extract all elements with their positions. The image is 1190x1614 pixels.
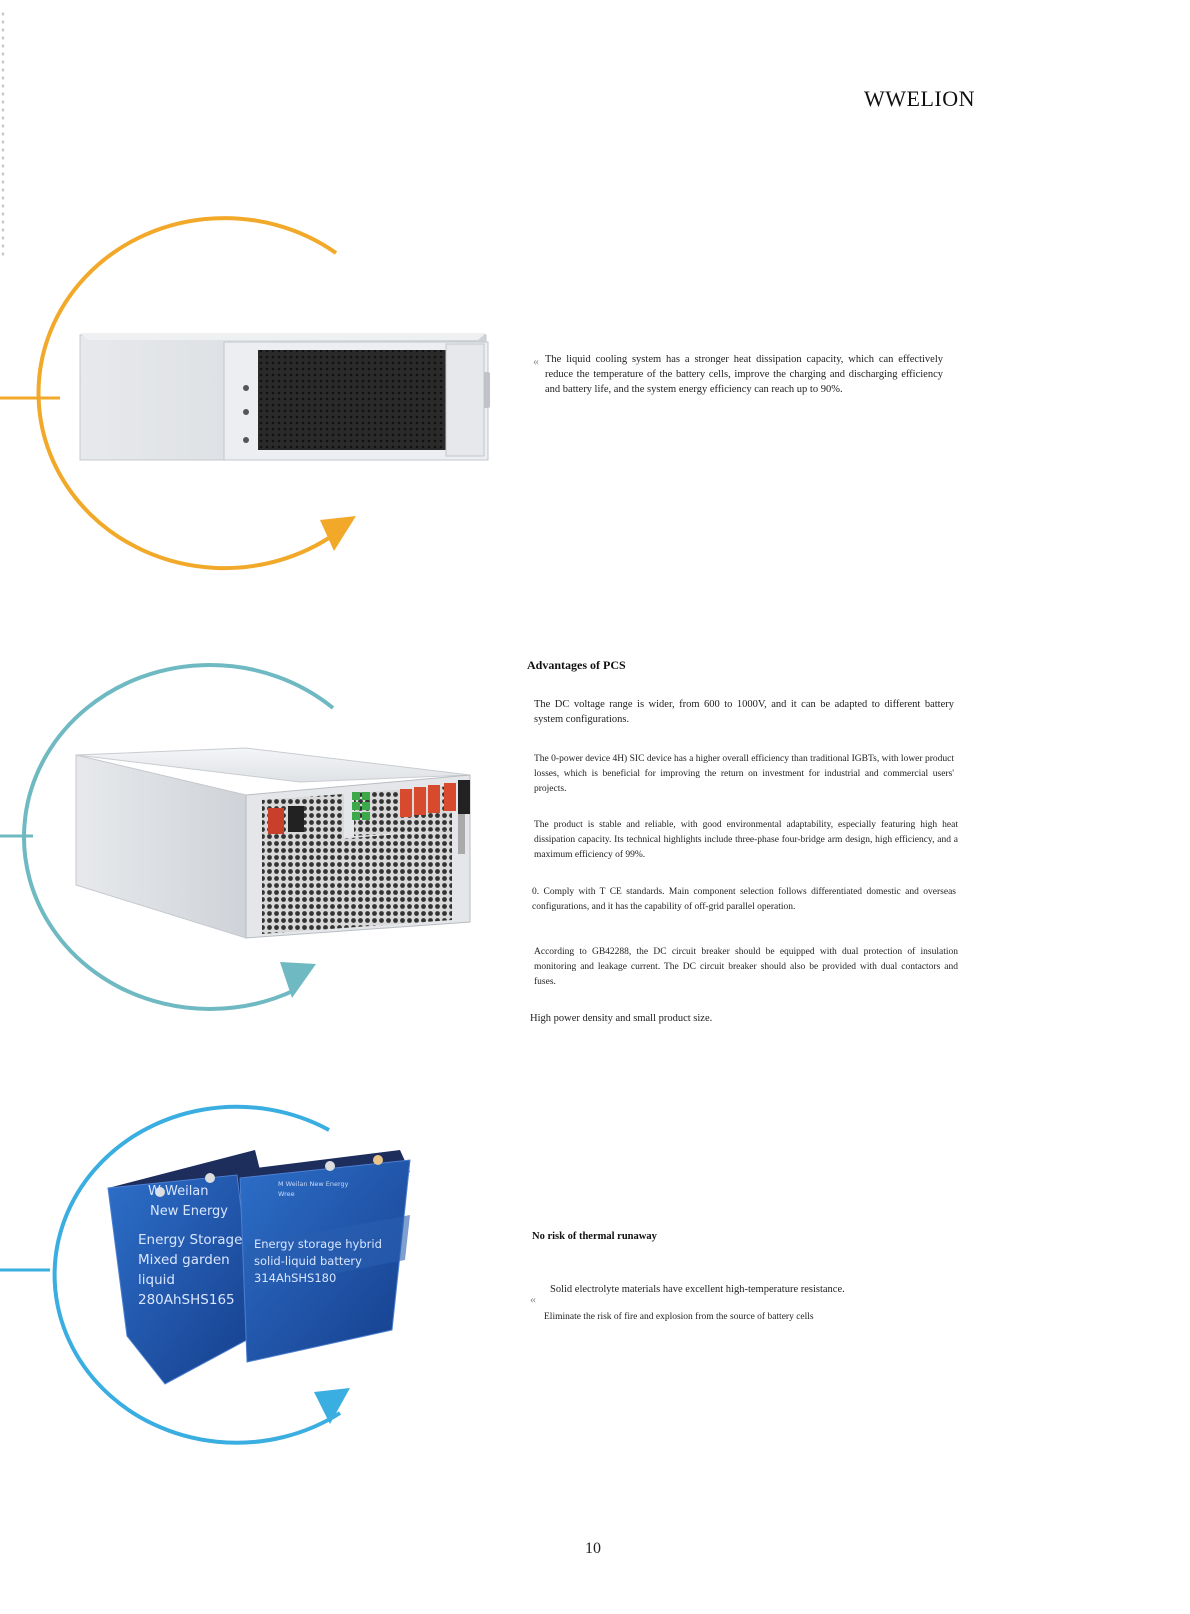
battery-cells-illustration bbox=[107, 1150, 411, 1385]
liquid-cooling-unit-illustration bbox=[79, 333, 490, 461]
left-battery-line-1: Energy Storage bbox=[138, 1232, 243, 1248]
pcs-advantage-item: The product is stable and reliable, with… bbox=[534, 820, 958, 860]
left-battery-line-3: liquid bbox=[138, 1272, 175, 1288]
right-battery-spec: Energy storage hybrid solid-liquid batte… bbox=[254, 1236, 382, 1287]
right-battery-brand: M Weilan New Energy Wree bbox=[278, 1179, 349, 1199]
right-battery-line-1: Energy storage hybrid bbox=[254, 1237, 382, 1251]
right-battery-line-2: solid-liquid battery bbox=[254, 1254, 362, 1268]
pcs-advantage-item: High power density and small product siz… bbox=[530, 1013, 713, 1024]
thermal-line-1: Solid electrolyte materials have excelle… bbox=[550, 1284, 845, 1295]
teal-arc bbox=[21, 663, 335, 1012]
brand-title: WWELION bbox=[864, 86, 976, 111]
orange-arrow-head bbox=[320, 516, 356, 551]
pcs-advantage-item: The 0-power device 4H) SIC device has a … bbox=[534, 754, 954, 794]
right-battery-line-3: 314AhSHS180 bbox=[254, 1271, 337, 1285]
left-battery-brand-2: New Energy bbox=[150, 1204, 228, 1219]
page-number: 10 bbox=[585, 1540, 601, 1557]
right-battery-brand-2: Wree bbox=[278, 1190, 295, 1198]
section1-bullet-icon: « bbox=[533, 354, 539, 368]
pcs-advantage-item: The DC voltage range is wider, from 600 … bbox=[534, 699, 954, 725]
teal-arc-graphic bbox=[0, 663, 335, 1012]
pcs-advantage-item: 0. Comply with T CE standards. Main comp… bbox=[532, 887, 956, 912]
left-battery-labels: W Weilan New Energy bbox=[148, 1182, 228, 1222]
blue-arc bbox=[52, 1104, 342, 1445]
pcs-advantages-heading: Advantages of PCS bbox=[527, 658, 626, 672]
left-battery-spec: Energy Storage Mixed garden liquid 280Ah… bbox=[138, 1230, 242, 1310]
thermal-line-2: Eliminate the risk of fire and explosion… bbox=[544, 1312, 814, 1322]
orange-arc bbox=[36, 216, 345, 571]
left-battery-brand-1: W Weilan bbox=[148, 1184, 209, 1199]
left-battery-line-4: 280AhSHS165 bbox=[138, 1292, 235, 1308]
thermal-runaway-heading: No risk of thermal runaway bbox=[532, 1231, 657, 1242]
right-battery-brand-1: M Weilan New Energy bbox=[278, 1180, 349, 1188]
section3-bullet-icon: « bbox=[530, 1292, 536, 1306]
pcs-unit-illustration bbox=[75, 747, 471, 939]
blue-arrow-head bbox=[314, 1388, 350, 1424]
pcs-advantage-item: According to GB42288, the DC circuit bre… bbox=[534, 947, 958, 987]
orange-arc-graphic bbox=[0, 216, 356, 571]
blue-arc-graphic bbox=[0, 1104, 350, 1445]
section1-paragraph: The liquid cooling system has a stronger… bbox=[545, 354, 943, 395]
teal-arrow-head bbox=[280, 962, 316, 998]
edge-dot-pattern bbox=[0, 10, 6, 260]
left-battery-line-2: Mixed garden bbox=[138, 1252, 230, 1268]
